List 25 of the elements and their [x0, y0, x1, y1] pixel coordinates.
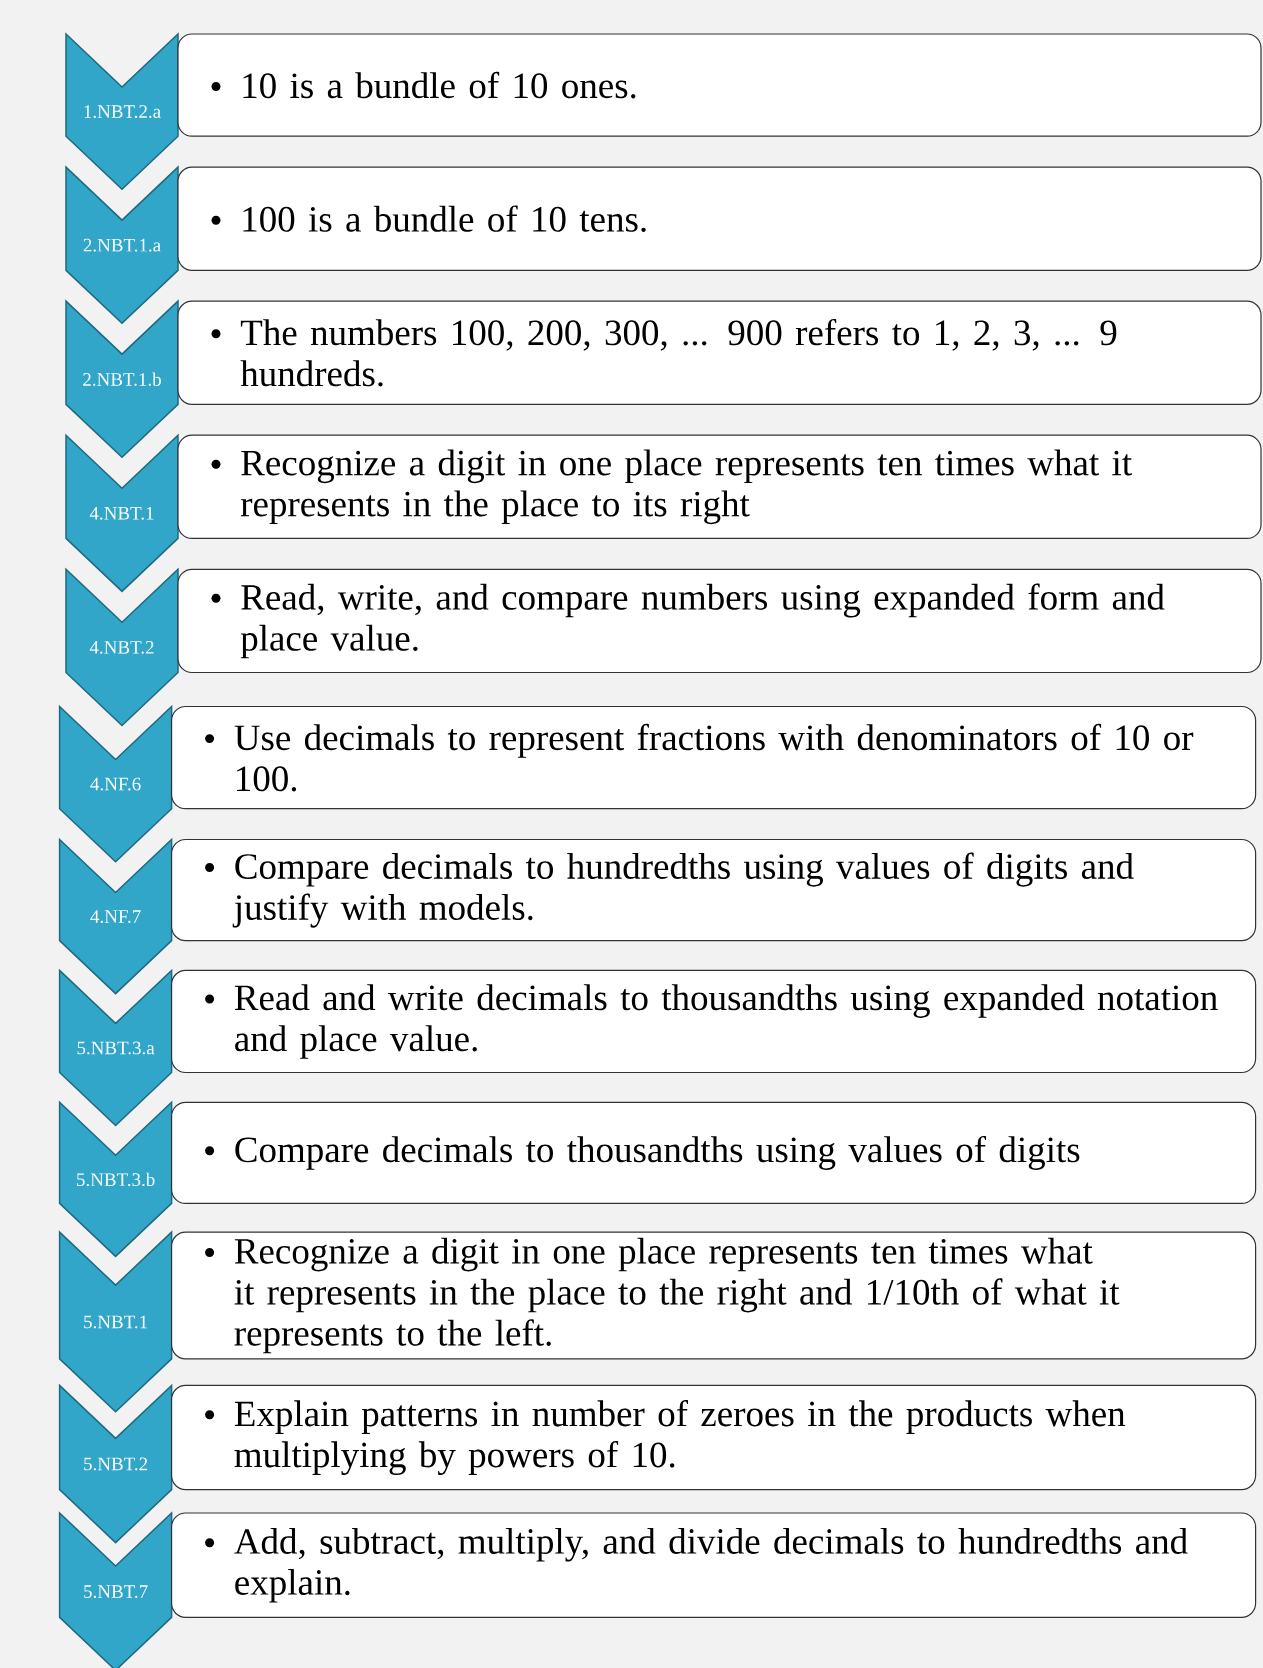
text-box: Compare decimals to hundredths using values of digits and justify with models.: [171, 838, 1257, 942]
code-tab: 5.NBT.1: [58, 1230, 173, 1413]
text-box: 100 is a bundle of 10 tens.: [177, 166, 1262, 271]
code-tab: 5.NBT.2: [58, 1383, 173, 1544]
code-tab: 5.NBT.3.a: [58, 968, 173, 1127]
text-box: 10 is a bundle of 10 ones.: [177, 33, 1262, 137]
code-tab: 1.NBT.2.a: [65, 32, 179, 191]
code-tab: 5.NBT.7: [58, 1511, 173, 1668]
code-tab: 4.NF.7: [58, 837, 173, 995]
code-tab: 4.NF.6: [58, 704, 173, 863]
text-box: The numbers 100, 200, 300, ... 900 refers to 1, 2, 3, ... 9 hundreds.: [177, 300, 1262, 405]
text-box: Use decimals to represent fractions with denominators of 10 or 100.: [171, 705, 1257, 810]
code-tab: 2.NBT.1.a: [65, 165, 179, 325]
code-tab: 4.NBT.1: [65, 433, 179, 593]
code-tab: 4.NBT.2: [65, 567, 179, 727]
text-box: Recognize a digit in one place represents ten times what it represents in the place to its right: [177, 434, 1262, 539]
text-box: Explain patterns in number of zeroes in the products when multiplying by powers of 10.: [171, 1384, 1257, 1491]
code-tab: 5.NBT.3.b: [58, 1100, 173, 1258]
text-box: Compare decimals to thousandths using values of digits: [171, 1101, 1257, 1204]
text-box: Add, subtract, multiply, and divide decimals to hundredths and explain.: [171, 1512, 1257, 1618]
text-box: Read, write, and compare numbers using expanded form and place value.: [177, 568, 1262, 674]
code-tab: 2.NBT.1.b: [65, 299, 179, 459]
node-label: 5.NBT.7: [84, 1585, 148, 1599]
text-box: Recognize a digit in one place represents ten times what it represents in the place to the right and 1/10th of what it represents to the left.: [171, 1231, 1257, 1360]
text-box: Read and write decimals to thousandths using expanded notation and place value.: [171, 969, 1257, 1074]
